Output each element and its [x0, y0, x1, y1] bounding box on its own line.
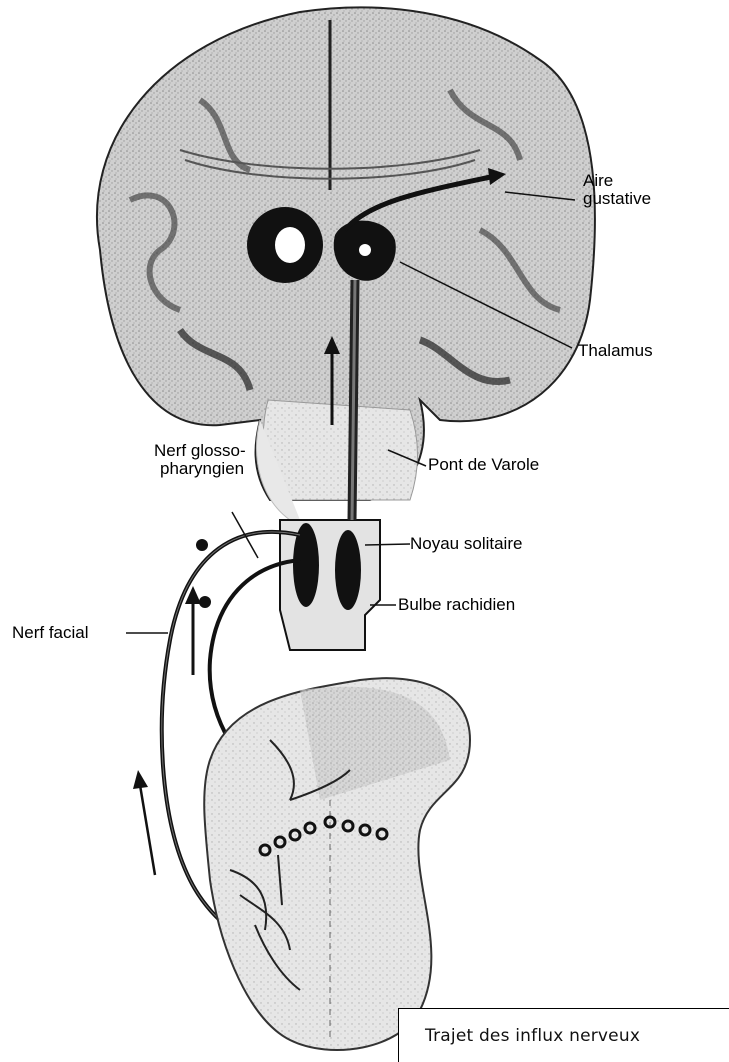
- up-arrow-mid: [185, 586, 201, 675]
- label-aire-gustative-line1: Aire: [583, 172, 651, 190]
- caption-text: Trajet des influx nerveux: [425, 1026, 640, 1046]
- label-nerf-facial: Nerf facial: [12, 624, 89, 642]
- label-nerf-glosso-line2: pharyngien: [154, 460, 246, 478]
- label-thalamus: Thalamus: [578, 342, 653, 360]
- noyau-solitaire-right: [335, 530, 361, 610]
- tongue: [204, 678, 470, 1050]
- caption-box: Trajet des influx nerveux: [398, 1008, 729, 1062]
- label-aire-gustative-line2: gustative: [583, 190, 651, 208]
- label-nerf-glosso-pharyngien: Nerf glosso- pharyngien: [154, 442, 246, 478]
- label-nerf-glosso-line1: Nerf glosso-: [154, 442, 246, 460]
- up-arrow-lower: [133, 770, 155, 875]
- label-pont-de-varole: Pont de Varole: [428, 456, 539, 474]
- label-aire-gustative: Aire gustative: [583, 172, 651, 208]
- label-bulbe-rachidien: Bulbe rachidien: [398, 596, 515, 614]
- label-noyau-solitaire: Noyau solitaire: [410, 535, 522, 553]
